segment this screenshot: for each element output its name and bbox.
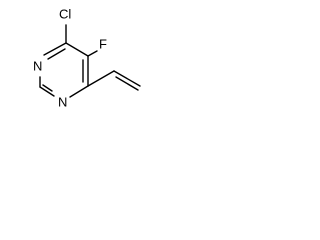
chlorine-label: Cl [59, 7, 71, 22]
bond-c6-vinyl [87, 70, 115, 87]
bond-n3-c4 [43, 42, 67, 56]
nitrogen-label-lower: N [58, 95, 67, 110]
bond-c5-f [87, 50, 98, 57]
bond-n3-c4-inner [47, 48, 66, 60]
chemical-structure: Cl F N N [33, 7, 141, 110]
nitrogen-label-upper: N [33, 59, 42, 74]
fluorine-label: F [99, 37, 107, 52]
bond-vinyl-double [113, 70, 141, 87]
bond-n1-c2-inner [42, 84, 53, 92]
bond-c4-c5 [65, 42, 89, 57]
bond-c6-n1 [69, 85, 89, 98]
bond-vinyl-double-inner [115, 76, 139, 91]
bond-n1-c2 [39, 86, 55, 97]
